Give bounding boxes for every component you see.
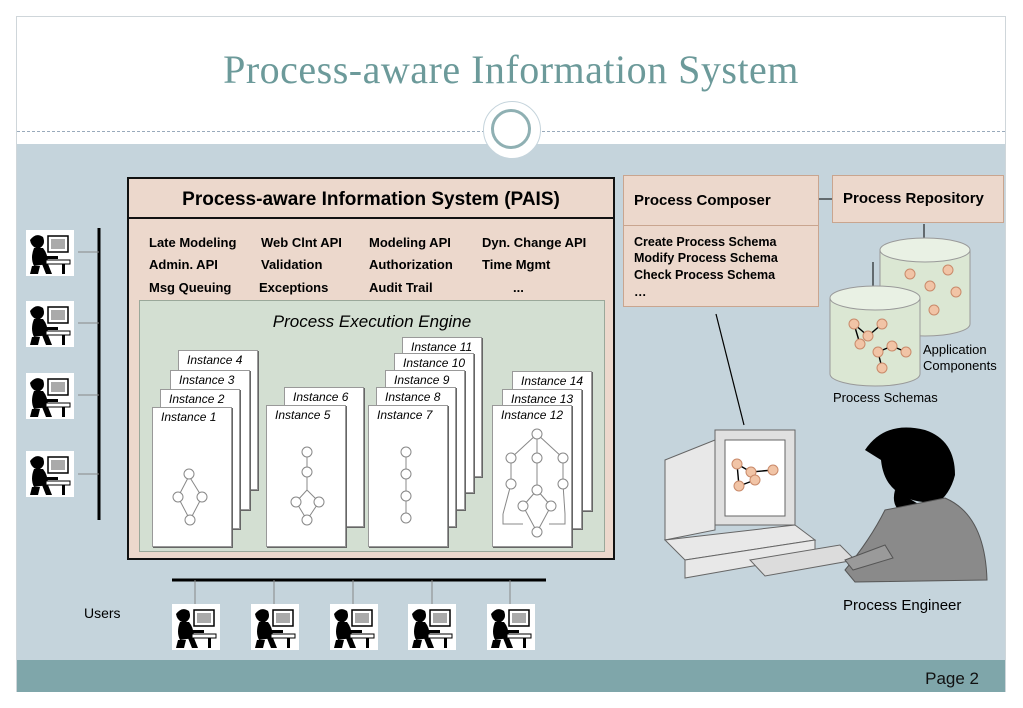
feature-modeling-api: Modeling API	[369, 235, 451, 250]
composer-title: Process Composer	[634, 192, 771, 209]
user-workstation-icon	[487, 604, 535, 650]
instance-label: Instance 10	[403, 356, 466, 370]
process-graph-icon	[172, 468, 208, 526]
process-engineer-workstation-icon	[663, 427, 988, 583]
feature-admin-api: Admin. API	[149, 257, 218, 272]
instance-label: Instance 2	[169, 392, 225, 406]
process-graph-icon	[290, 446, 325, 526]
instance-label: Instance 5	[275, 408, 331, 422]
feature-validation: Validation	[261, 257, 323, 272]
process-repository-box: Process Repository	[832, 175, 1004, 223]
user-workstation-icon	[26, 451, 74, 497]
composer-item-check: Check Process Schema	[634, 268, 776, 282]
title-ornament-icon	[483, 101, 541, 159]
user-workstation-icon	[26, 230, 74, 276]
feature-authorization: Authorization	[369, 257, 453, 272]
user-workstation-icon	[330, 604, 378, 650]
feature-exceptions: Exceptions	[259, 280, 329, 295]
components-label-1: Application	[923, 342, 987, 357]
instance-label: Instance 11	[411, 340, 473, 354]
schemas-label: Process Schemas	[833, 390, 938, 405]
process-graph-icon	[502, 428, 569, 538]
composer-divider	[624, 225, 818, 226]
pais-box: Process-aware Information System (PAIS) …	[127, 177, 615, 560]
instance-label: Instance 12	[501, 408, 564, 422]
repository-database-icon	[829, 237, 971, 387]
instance-label: Instance 9	[394, 373, 450, 387]
composer-item-more: …	[634, 285, 647, 299]
instance-label: Instance 13	[511, 392, 574, 406]
user-workstation-icon	[26, 373, 74, 419]
instance-card: Instance 12	[492, 405, 572, 547]
instance-card: Instance 1	[152, 407, 232, 547]
instance-label: Instance 14	[521, 374, 584, 388]
feature-web-client-api: Web Clnt API	[261, 235, 342, 250]
instance-label: Instance 6	[293, 390, 349, 404]
footer-bar	[17, 660, 1005, 692]
feature-time-mgmt: Time Mgmt	[482, 257, 551, 272]
components-label-2: Components	[923, 358, 997, 373]
instance-label: Instance 1	[161, 410, 217, 424]
user-workstation-icon	[26, 301, 74, 347]
feature-late-modeling: Late Modeling	[149, 235, 237, 250]
feature-msg-queuing: Msg Queuing	[149, 280, 232, 295]
process-execution-engine: Process Execution Engine Instance 4 Inst…	[139, 300, 605, 552]
instance-card: Instance 7	[368, 405, 448, 547]
page-number: Page 2	[925, 669, 979, 688]
composer-item-modify: Modify Process Schema	[634, 251, 778, 265]
repository-title: Process Repository	[843, 190, 984, 207]
instance-label: Instance 8	[385, 390, 441, 404]
feature-more: ...	[513, 280, 524, 295]
instance-label: Instance 4	[187, 353, 243, 367]
instance-label: Instance 3	[179, 373, 235, 387]
feature-dyn-change-api: Dyn. Change API	[482, 235, 587, 250]
process-composer-box: Process Composer Create Process Schema M…	[623, 175, 819, 307]
user-workstation-icon	[251, 604, 299, 650]
pais-title: Process-aware Information System (PAIS)	[182, 189, 560, 210]
composer-item-create: Create Process Schema	[634, 235, 777, 249]
feature-audit-trail: Audit Trail	[369, 280, 433, 295]
user-workstation-icon	[172, 604, 220, 650]
process-graph-icon	[400, 446, 412, 524]
process-engineer-label: Process Engineer	[843, 597, 962, 614]
engine-title: Process Execution Engine	[272, 312, 472, 331]
instance-label: Instance 7	[377, 408, 433, 422]
slide-title: Process-aware Information System	[223, 47, 799, 92]
pais-divider	[129, 217, 613, 219]
user-workstation-icon	[408, 604, 456, 650]
users-label: Users	[84, 605, 121, 621]
instance-card: Instance 5	[266, 405, 346, 547]
